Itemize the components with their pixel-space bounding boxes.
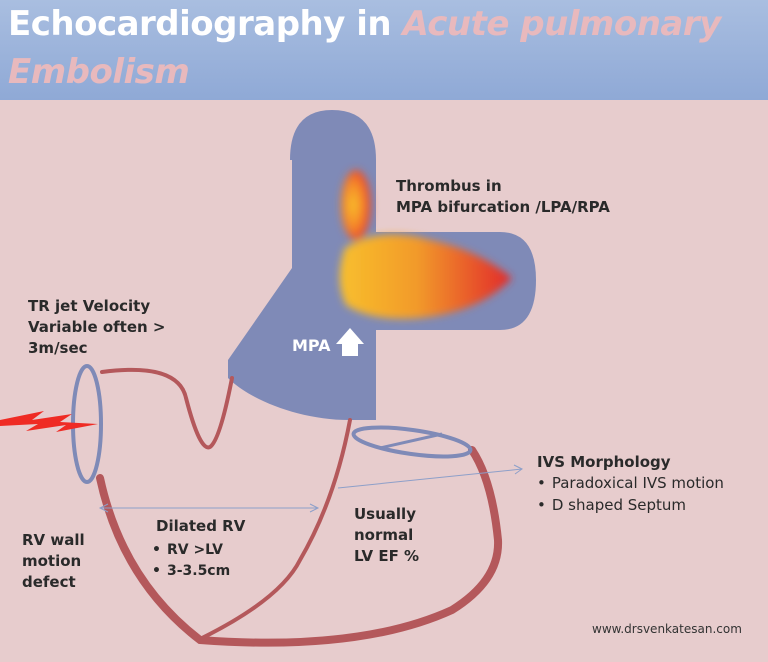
septum-line [196, 418, 352, 642]
rv-dimension-arrow-right [309, 503, 320, 513]
heart-outline [96, 367, 503, 647]
valves [71, 364, 473, 484]
ivs-item: Paradoxical IVS motion [537, 472, 724, 494]
website-credit: www.drsvenkatesan.com [592, 622, 742, 636]
rv-free-wall [100, 367, 234, 450]
rv-dimension-arrow-left [98, 503, 109, 513]
slide-title-line-2: Embolism [8, 52, 190, 92]
slide-title-line-1: Echocardiography in Acute pulmonary [8, 4, 721, 44]
rv-wall-label: RV wall motion defect [22, 531, 85, 591]
mitral-valve [351, 425, 473, 459]
pointer-lines [98, 464, 523, 513]
dilated-rv-heading: Dilated RV [156, 517, 246, 535]
ivs-list: Paradoxical IVS motion D shaped Septum [537, 472, 724, 516]
dilated-rv-item: RV >LV [152, 540, 230, 561]
dilated-rv-item: 3-3.5cm [152, 561, 230, 582]
lv-ef-label: Usually normal LV EF % [354, 505, 420, 565]
ivs-heading: IVS Morphology [537, 453, 671, 471]
ivs-item: D shaped Septum [537, 494, 724, 516]
thrombus-upper [341, 170, 371, 240]
tr-jet-lightning-icon [0, 411, 98, 432]
dilated-rv-list: RV >LV 3-3.5cm [152, 540, 230, 582]
thrombus-lower [339, 234, 512, 319]
thrombus [339, 170, 512, 319]
title-bar: Echocardiography in Acute pulmonary Embo… [0, 0, 768, 100]
mpa-flow-arrow [336, 328, 364, 356]
lv-wall [96, 446, 503, 647]
mpa-label: MPA [292, 336, 331, 355]
tr-jet-label: TR jet Velocity Variable often > 3m/sec [28, 297, 166, 357]
mitral-valve-leaflet [379, 432, 443, 450]
ivs-pointer-arrow [513, 464, 523, 475]
thrombus-label: Thrombus in MPA bifurcation /LPA/RPA [396, 177, 610, 216]
ivs-pointer-line [337, 468, 523, 489]
